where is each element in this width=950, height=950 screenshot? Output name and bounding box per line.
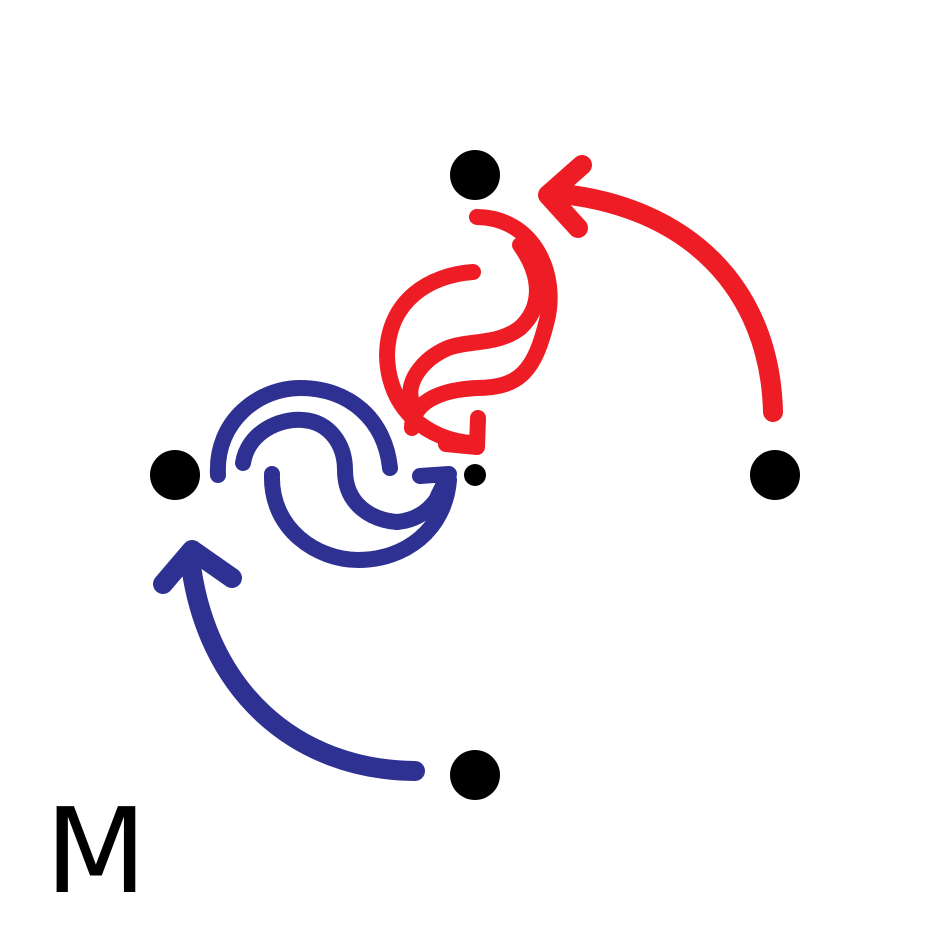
red-swirl <box>379 209 558 455</box>
blue-arc-shaft <box>180 548 425 781</box>
red-swirl-back <box>402 237 545 410</box>
blue-swirl-outer <box>209 380 398 483</box>
red-swirl-head <box>438 410 486 455</box>
blue-swirl-mid <box>235 411 405 530</box>
red-swirl-inner <box>379 264 481 451</box>
node-top <box>450 150 500 200</box>
red-arc-shaft <box>543 183 783 422</box>
blue-swirl-inner <box>263 466 457 568</box>
node-right <box>750 450 800 500</box>
red-swirl-outer <box>404 209 558 436</box>
blue-swirl-head <box>412 466 457 504</box>
blue-arc-arrow <box>153 540 425 781</box>
red-arrowhead <box>538 155 592 238</box>
node-bottom <box>450 750 500 800</box>
node-center <box>464 464 486 486</box>
blue-swirl <box>209 380 457 568</box>
node-left <box>150 450 200 500</box>
corner-label: M <box>45 782 147 920</box>
red-arc-arrow <box>538 155 783 422</box>
blue-arrowhead <box>153 540 242 594</box>
